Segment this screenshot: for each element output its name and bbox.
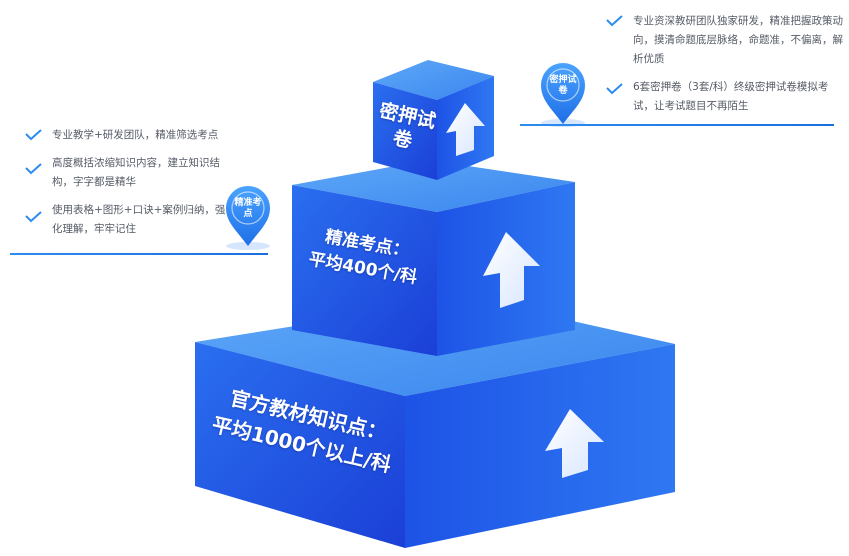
- check-icon: [25, 129, 42, 141]
- right-note-item: 专业资深教研团队独家研发，精准把握政策动向，摸清命题底层脉络，命题准，不偏离，解…: [607, 12, 843, 69]
- left-note-text: 使用表格+图形+口诀+案例归纳，强化理解，牢牢记住: [52, 204, 226, 235]
- left-note-item: 专业教学+研发团队，精准筛选考点: [26, 126, 231, 145]
- right-underline: [520, 124, 834, 126]
- left-note-text: 高度概括浓缩知识内容，建立知识结构，字字都是精华: [52, 157, 220, 188]
- left-note-item: 高度概括浓缩知识内容，建立知识结构，字字都是精华: [26, 154, 231, 192]
- left-note-item: 使用表格+图形+口诀+案例归纳，强化理解，牢牢记住: [26, 201, 231, 239]
- check-icon: [25, 163, 42, 175]
- left-pin-icon: [226, 186, 270, 250]
- left-notes: 专业教学+研发团队，精准筛选考点 高度概括浓缩知识内容，建立知识结构，字字都是精…: [26, 126, 231, 248]
- middle-tier-top-face: [292, 160, 575, 212]
- bottom-tier-left-face: [195, 342, 405, 548]
- left-note-text: 专业教学+研发团队，精准筛选考点: [52, 129, 219, 141]
- top-tier-top-face: [373, 60, 494, 100]
- right-note-text: 专业资深教研团队独家研发，精准把握政策动向，摸清命题底层脉络，命题准，不偏离，解…: [633, 15, 843, 65]
- top-tier-arrow-icon: [446, 103, 485, 156]
- right-notes: 专业资深教研团队独家研发，精准把握政策动向，摸清命题底层脉络，命题准，不偏离，解…: [607, 12, 843, 125]
- check-icon: [606, 83, 623, 95]
- middle-tier-left-face: [292, 185, 437, 356]
- middle-tier-arrow-icon: [483, 232, 540, 308]
- right-pin-label: 密押试卷: [549, 75, 577, 96]
- bottom-tier-right-face: [405, 344, 675, 548]
- top-tier-left-face: [373, 82, 437, 180]
- left-pin-label: 精准考点: [234, 198, 262, 219]
- right-note-item: 6套密押卷（3套/科）终级密押试卷模拟考试，让考试题目不再陌生: [607, 78, 843, 116]
- right-note-text: 6套密押卷（3套/科）终级密押试卷模拟考试，让考试题目不再陌生: [633, 81, 829, 112]
- left-underline: [10, 253, 268, 255]
- check-icon: [606, 15, 623, 27]
- bottom-tier-arrow-icon: [545, 409, 604, 478]
- check-icon: [25, 211, 42, 223]
